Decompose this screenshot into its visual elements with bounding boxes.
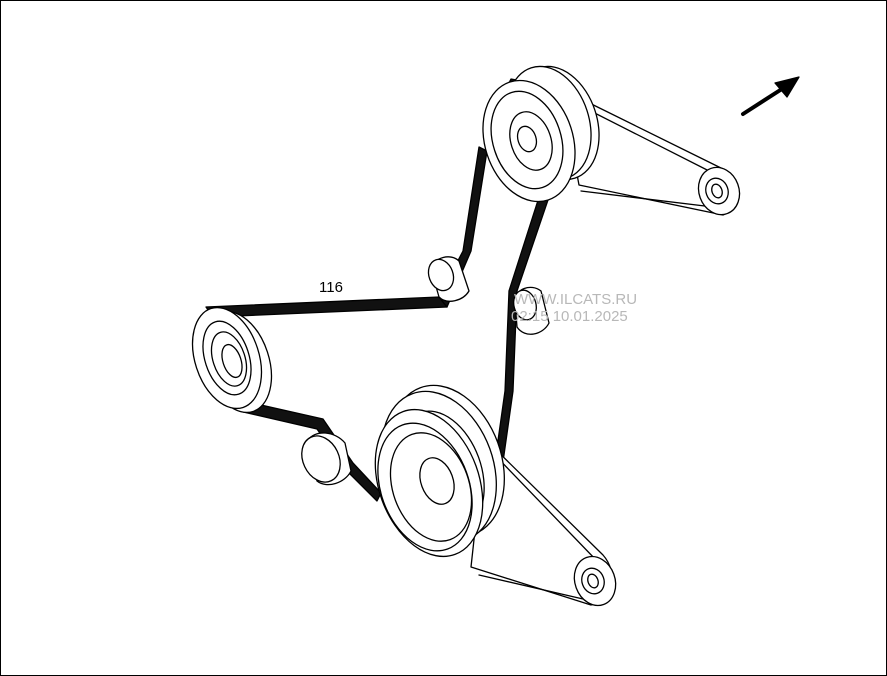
watermark-site: WWW.ILCATS.RU bbox=[514, 291, 638, 308]
left-pulley bbox=[191, 306, 273, 414]
top-pulley-assembly bbox=[482, 65, 741, 216]
watermark-timestamp: 02:15 10.01.2025 bbox=[511, 308, 628, 325]
crank-pulley-assembly bbox=[374, 384, 617, 607]
right-idler-roller bbox=[513, 286, 550, 335]
direction-arrow-icon bbox=[741, 76, 800, 116]
tensioner-roller bbox=[301, 432, 352, 486]
upper-idler-roller bbox=[427, 256, 470, 302]
callout-label: 116 bbox=[319, 279, 343, 296]
